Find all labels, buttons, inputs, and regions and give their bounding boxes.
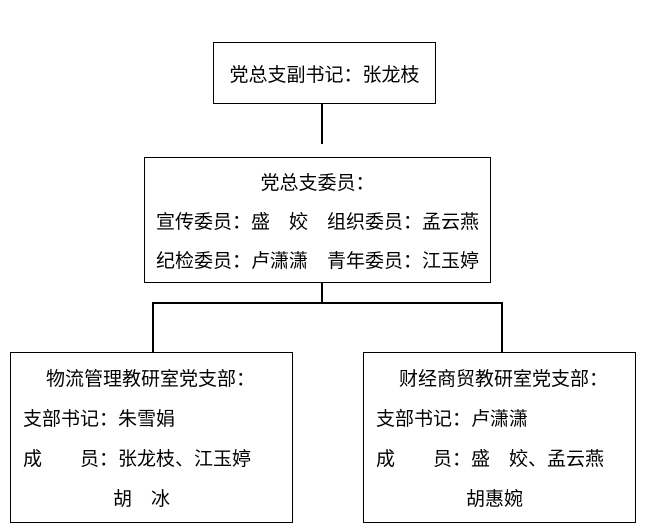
connector-horizontal-rail xyxy=(152,302,503,304)
logistics-branch-title: 物流管理教研室党支部： xyxy=(46,369,256,390)
logistics-branch-secretary: 支部书记：朱雪娟 xyxy=(23,409,176,430)
committee-title: 党总支委员： xyxy=(260,173,375,194)
org-box-deputy-secretary: 党总支副书记：张龙枝 xyxy=(213,42,436,104)
committee-propaganda-organization-line: 宣传委员：盛 姣 组织委员：孟云燕 xyxy=(155,212,479,233)
finance-branch-members: 成 员：盛 姣、孟云燕 xyxy=(376,449,605,470)
finance-branch-secretary: 支部书记：卢潇潇 xyxy=(376,409,529,430)
finance-branch-title: 财经商贸教研室党支部： xyxy=(399,369,609,390)
finance-branch-members-continued: 胡惠婉 xyxy=(466,489,524,510)
logistics-branch-members: 成 员：张龙枝、江玉婷 xyxy=(23,449,252,470)
connector-committee-stem xyxy=(321,283,323,303)
deputy-secretary-label: 党总支副书记：张龙枝 xyxy=(229,64,420,86)
org-box-committee: 党总支委员： 宣传委员：盛 姣 组织委员：孟云燕 纪检委员：卢潇潇 青年委员：江… xyxy=(144,157,491,283)
logistics-branch-members-continued: 胡 冰 xyxy=(113,489,171,510)
org-box-finance-branch: 财经商贸教研室党支部： 支部书记：卢潇潇 成 员：盛 姣、孟云燕 胡惠婉 xyxy=(363,352,636,523)
connector-left-drop xyxy=(152,302,154,352)
org-box-logistics-branch: 物流管理教研室党支部： 支部书记：朱雪娟 成 员：张龙枝、江玉婷 胡 冰 xyxy=(10,352,293,523)
connector-top-stem xyxy=(321,104,323,144)
committee-discipline-youth-line: 纪检委员：卢潇潇 青年委员：江玉婷 xyxy=(155,251,479,272)
connector-right-drop xyxy=(501,302,503,352)
